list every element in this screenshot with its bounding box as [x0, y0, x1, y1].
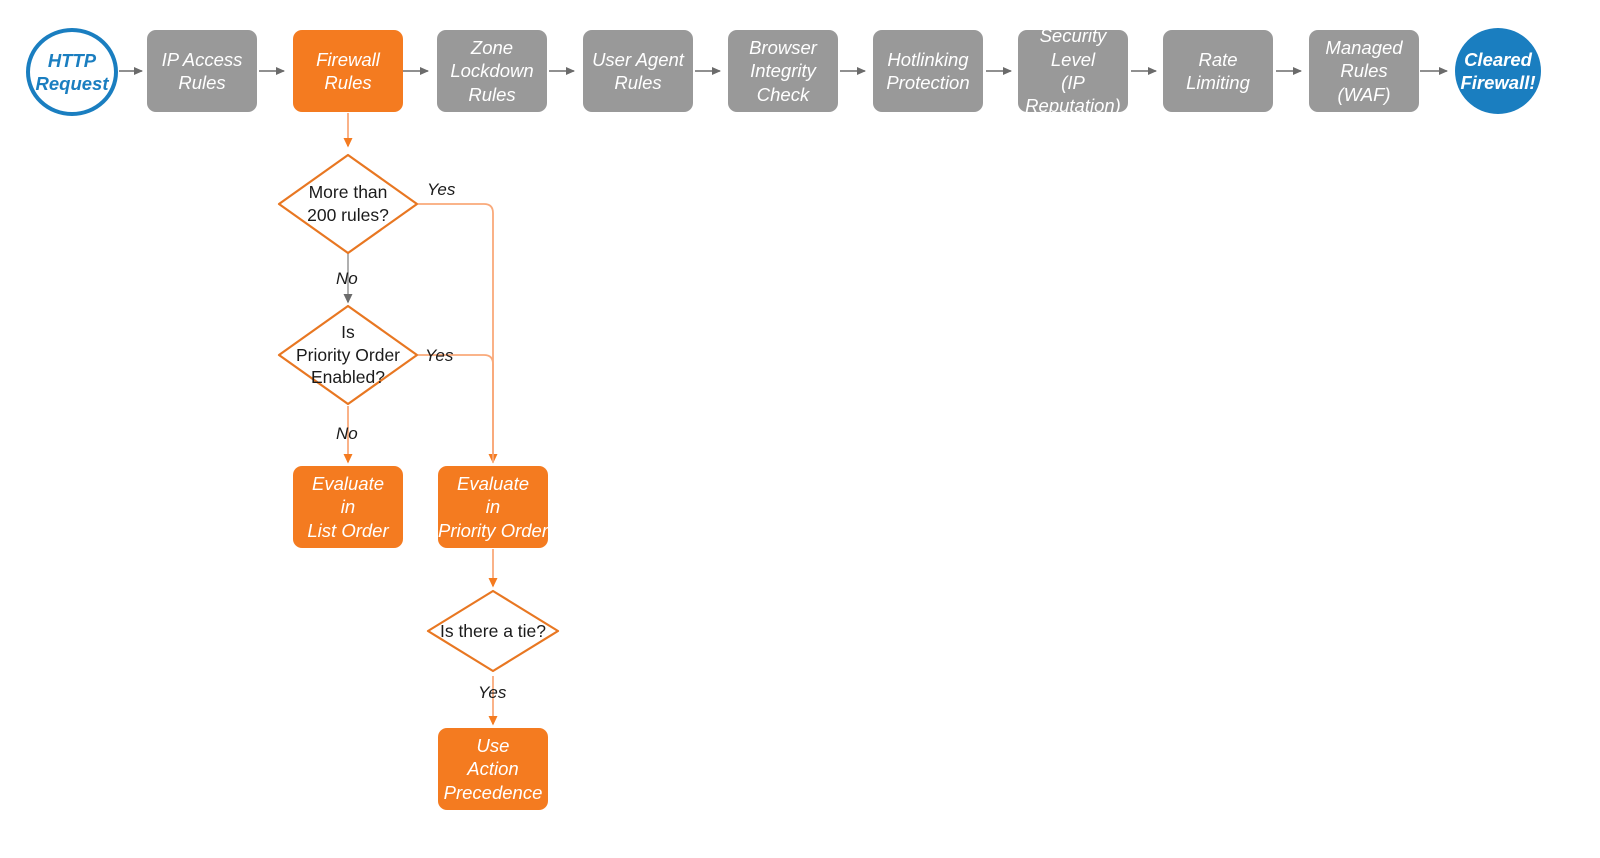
- edge-label-d2-no: No: [336, 424, 358, 443]
- diamond-shape-icon: [426, 589, 560, 673]
- decision-label: Is there a tie?: [439, 620, 547, 641]
- node-firewall-rules[interactable]: Firewall Rules: [293, 30, 403, 112]
- edge-label-d1-no: No: [336, 269, 358, 288]
- diamond-shape-icon: [277, 153, 419, 255]
- decision-is-there-a-tie[interactable]: Is there a tie?: [425, 588, 561, 674]
- node-managed-rules-waf[interactable]: Managed Rules (WAF): [1309, 30, 1419, 112]
- edge-label-d2-yes: Yes: [425, 346, 454, 365]
- node-use-action-precedence[interactable]: Use Action Precedence: [438, 728, 548, 810]
- decision-more-than-200-rules[interactable]: More than 200 rules?: [276, 152, 420, 256]
- diamond-shape-icon: [277, 304, 419, 406]
- node-security-level[interactable]: Security Level (IP Reputation): [1018, 25, 1128, 116]
- decision-label: More than 200 rules?: [307, 182, 389, 225]
- node-evaluate-in-priority-order[interactable]: Evaluate in Priority Order: [438, 466, 548, 548]
- node-http-request[interactable]: HTTP Request: [26, 28, 118, 116]
- node-browser-integrity-check[interactable]: Browser Integrity Check: [728, 30, 838, 112]
- node-evaluate-in-list-order[interactable]: Evaluate in List Order: [293, 466, 403, 548]
- edge-d2-yes-to-priority-order: [418, 354, 494, 462]
- edge-label-d3-yes: Yes: [478, 683, 507, 702]
- edge-d1-yes-to-priority-order: [418, 203, 498, 464]
- edge-label-d1-yes: Yes: [427, 180, 456, 199]
- node-user-agent-rules[interactable]: User Agent Rules: [583, 30, 693, 112]
- node-rate-limiting[interactable]: Rate Limiting: [1163, 30, 1273, 112]
- decision-label: Is Priority Order Enabled?: [295, 321, 401, 388]
- node-ip-access-rules[interactable]: IP Access Rules: [147, 30, 257, 112]
- decision-is-priority-order-enabled[interactable]: Is Priority Order Enabled?: [276, 303, 420, 407]
- node-zone-lockdown-rules[interactable]: Zone Lockdown Rules: [437, 30, 547, 112]
- node-cleared-firewall[interactable]: Cleared Firewall!: [1455, 28, 1541, 114]
- node-hotlinking-protection[interactable]: Hotlinking Protection: [873, 30, 983, 112]
